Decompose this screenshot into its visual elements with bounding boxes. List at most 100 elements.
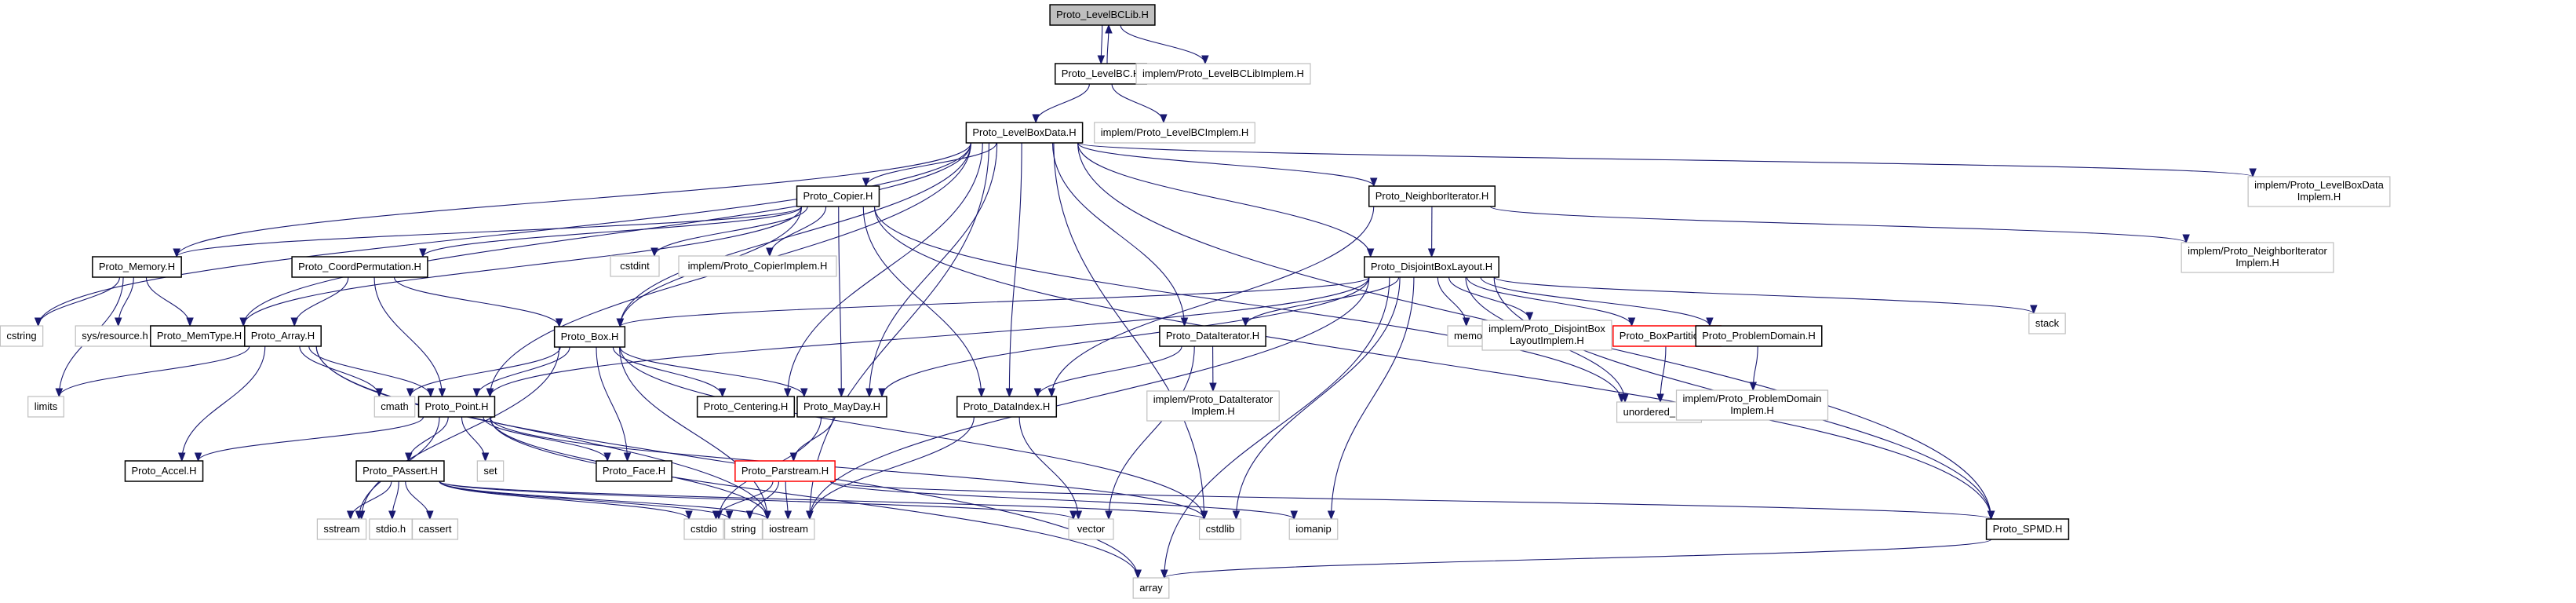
arrowhead-icon <box>194 452 202 462</box>
node-neighboriterator[interactable]: Proto_NeighborIterator.H <box>1368 185 1496 207</box>
node-box <box>1094 122 1255 144</box>
node-label: implem/Proto_CopierImplem.H <box>688 260 828 272</box>
arrowhead-icon <box>766 247 774 258</box>
node-passert[interactable]: Proto_PAssert.H <box>355 460 445 482</box>
node-box <box>1985 518 2070 540</box>
node-disjointboxlayout[interactable]: Proto_DisjointBoxLayout.H <box>1364 256 1499 278</box>
arrowhead-icon <box>177 452 186 462</box>
node-centering[interactable]: Proto_Centering.H <box>696 396 796 418</box>
node-box <box>2247 176 2391 207</box>
arrowhead-icon <box>806 510 814 521</box>
node-cmath: cmath <box>373 396 416 418</box>
node-face[interactable]: Proto_Face.H <box>596 460 672 482</box>
node-box <box>244 325 322 347</box>
node-box <box>291 256 428 278</box>
node-label: Implem.H <box>1191 405 1235 417</box>
node-label: cassert <box>419 523 452 535</box>
node-label: array <box>1139 582 1163 594</box>
node-box <box>1146 390 1280 422</box>
node-spmd[interactable]: Proto_SPMD.H <box>1985 518 2070 540</box>
edge-levelboxdata-to-cstring <box>38 142 971 327</box>
node-parstream[interactable]: Proto_Parstream.H <box>734 460 836 482</box>
node-set: set <box>476 460 505 482</box>
node-string: string <box>724 518 763 540</box>
node-cassert: cassert <box>411 518 459 540</box>
arrowhead-icon <box>1621 393 1629 404</box>
edge-dataindex-to-vector <box>1018 416 1079 520</box>
node-label: Proto_BoxPartition.H <box>1620 330 1714 342</box>
node-levelbclib[interactable]: Proto_LevelBCLib.H <box>1049 4 1156 26</box>
node-levelbclibimplem: implem/Proto_LevelBCLibImplem.H <box>1135 63 1311 85</box>
arrowhead-icon <box>1369 177 1378 188</box>
edge-passert-to-cstdlib <box>439 481 1205 520</box>
node-box <box>1288 518 1339 540</box>
arrowhead-icon <box>186 317 194 327</box>
node-levelboxdata[interactable]: Proto_LevelBoxData.H <box>965 122 1084 144</box>
node-memtype[interactable]: Proto_MemType.H <box>150 325 249 347</box>
node-problemdomain[interactable]: Proto_ProblemDomain.H <box>1695 325 1823 347</box>
node-box[interactable]: Proto_Box.H <box>553 326 626 348</box>
node-box <box>27 396 64 418</box>
node-box <box>1364 256 1499 278</box>
arrowhead-icon <box>405 452 413 462</box>
arrowhead-icon <box>1366 248 1375 258</box>
node-label: implem/Proto_DisjointBox <box>1488 323 1605 334</box>
node-label: Implem.H <box>2235 257 2279 269</box>
arrowhead-icon <box>1427 248 1436 258</box>
node-label: Proto_LevelBC.H <box>1062 68 1140 79</box>
node-array-h[interactable]: Proto_Array.H <box>244 325 322 347</box>
edge-disjointboxlayout-to-stack <box>1493 276 2035 314</box>
edge-dataiterator-to-dataindex <box>1037 345 1182 397</box>
arrowhead-icon <box>438 388 446 398</box>
node-dataiterator[interactable]: Proto_DataIterator.H <box>1159 325 1266 347</box>
node-levelbc[interactable]: Proto_LevelBC.H <box>1055 63 1147 85</box>
edge-copier-to-mayday <box>838 206 842 397</box>
arrowhead-icon <box>623 452 632 462</box>
edge-disjointboxlayout-to-boxpartition <box>1466 276 1633 327</box>
edge-passert-to-cassert <box>405 481 431 520</box>
arrowhead-icon <box>239 317 247 327</box>
node-memory-h[interactable]: Proto_Memory.H <box>92 256 182 278</box>
node-box <box>734 460 836 482</box>
arrowhead-icon <box>616 318 625 328</box>
node-copier[interactable]: Proto_Copier.H <box>796 185 880 207</box>
arrowhead-icon <box>1627 317 1636 327</box>
node-mayday[interactable]: Proto_MayDay.H <box>796 396 887 418</box>
edge-disjointboxlayout-to-cstdlib <box>1235 276 1401 520</box>
arrowhead-icon <box>1656 393 1664 404</box>
edge-levelboxdata-to-memtype <box>242 142 971 327</box>
arrowhead-icon <box>865 388 873 398</box>
arrowhead-icon <box>355 510 363 521</box>
node-accel[interactable]: Proto_Accel.H <box>124 460 204 482</box>
node-box <box>1368 185 1496 207</box>
edge-disjointboxlayout-to-dataiterator <box>1244 276 1400 327</box>
node-coordpermutation[interactable]: Proto_CoordPermutation.H <box>291 256 428 278</box>
edge-coordpermutation-to-point <box>373 276 443 397</box>
node-point[interactable]: Proto_Point.H <box>417 396 496 418</box>
node-box <box>0 325 44 347</box>
edge-box-to-point <box>475 346 570 397</box>
node-label: Proto_Accel.H <box>131 465 196 477</box>
node-label: Proto_Memory.H <box>99 261 175 272</box>
node-box <box>796 396 887 418</box>
edge-passert-to-cstdio <box>439 481 690 520</box>
node-label: Proto_CoordPermutation.H <box>298 261 421 272</box>
node-label: sys/resource.h <box>82 330 148 342</box>
edge-point-to-set <box>461 416 486 462</box>
node-dataindex[interactable]: Proto_DataIndex.H <box>956 396 1058 418</box>
node-label: Proto_MayDay.H <box>803 400 880 412</box>
edge-disjointboxlayout-to-memory <box>1437 276 1467 327</box>
node-label: iomanip <box>1295 523 1332 535</box>
node-label: cstdio <box>690 523 717 535</box>
node-box <box>316 518 367 540</box>
edge-levelbclib-to-levelbclibimplem <box>1120 24 1206 64</box>
node-label: cstdlib <box>1206 523 1235 535</box>
arrowhead-icon <box>800 388 808 398</box>
node-box <box>1675 389 1829 421</box>
edge-copier-to-coordpermutation <box>422 206 803 258</box>
arrowhead-icon <box>725 510 734 521</box>
arrowhead-icon <box>406 388 414 398</box>
